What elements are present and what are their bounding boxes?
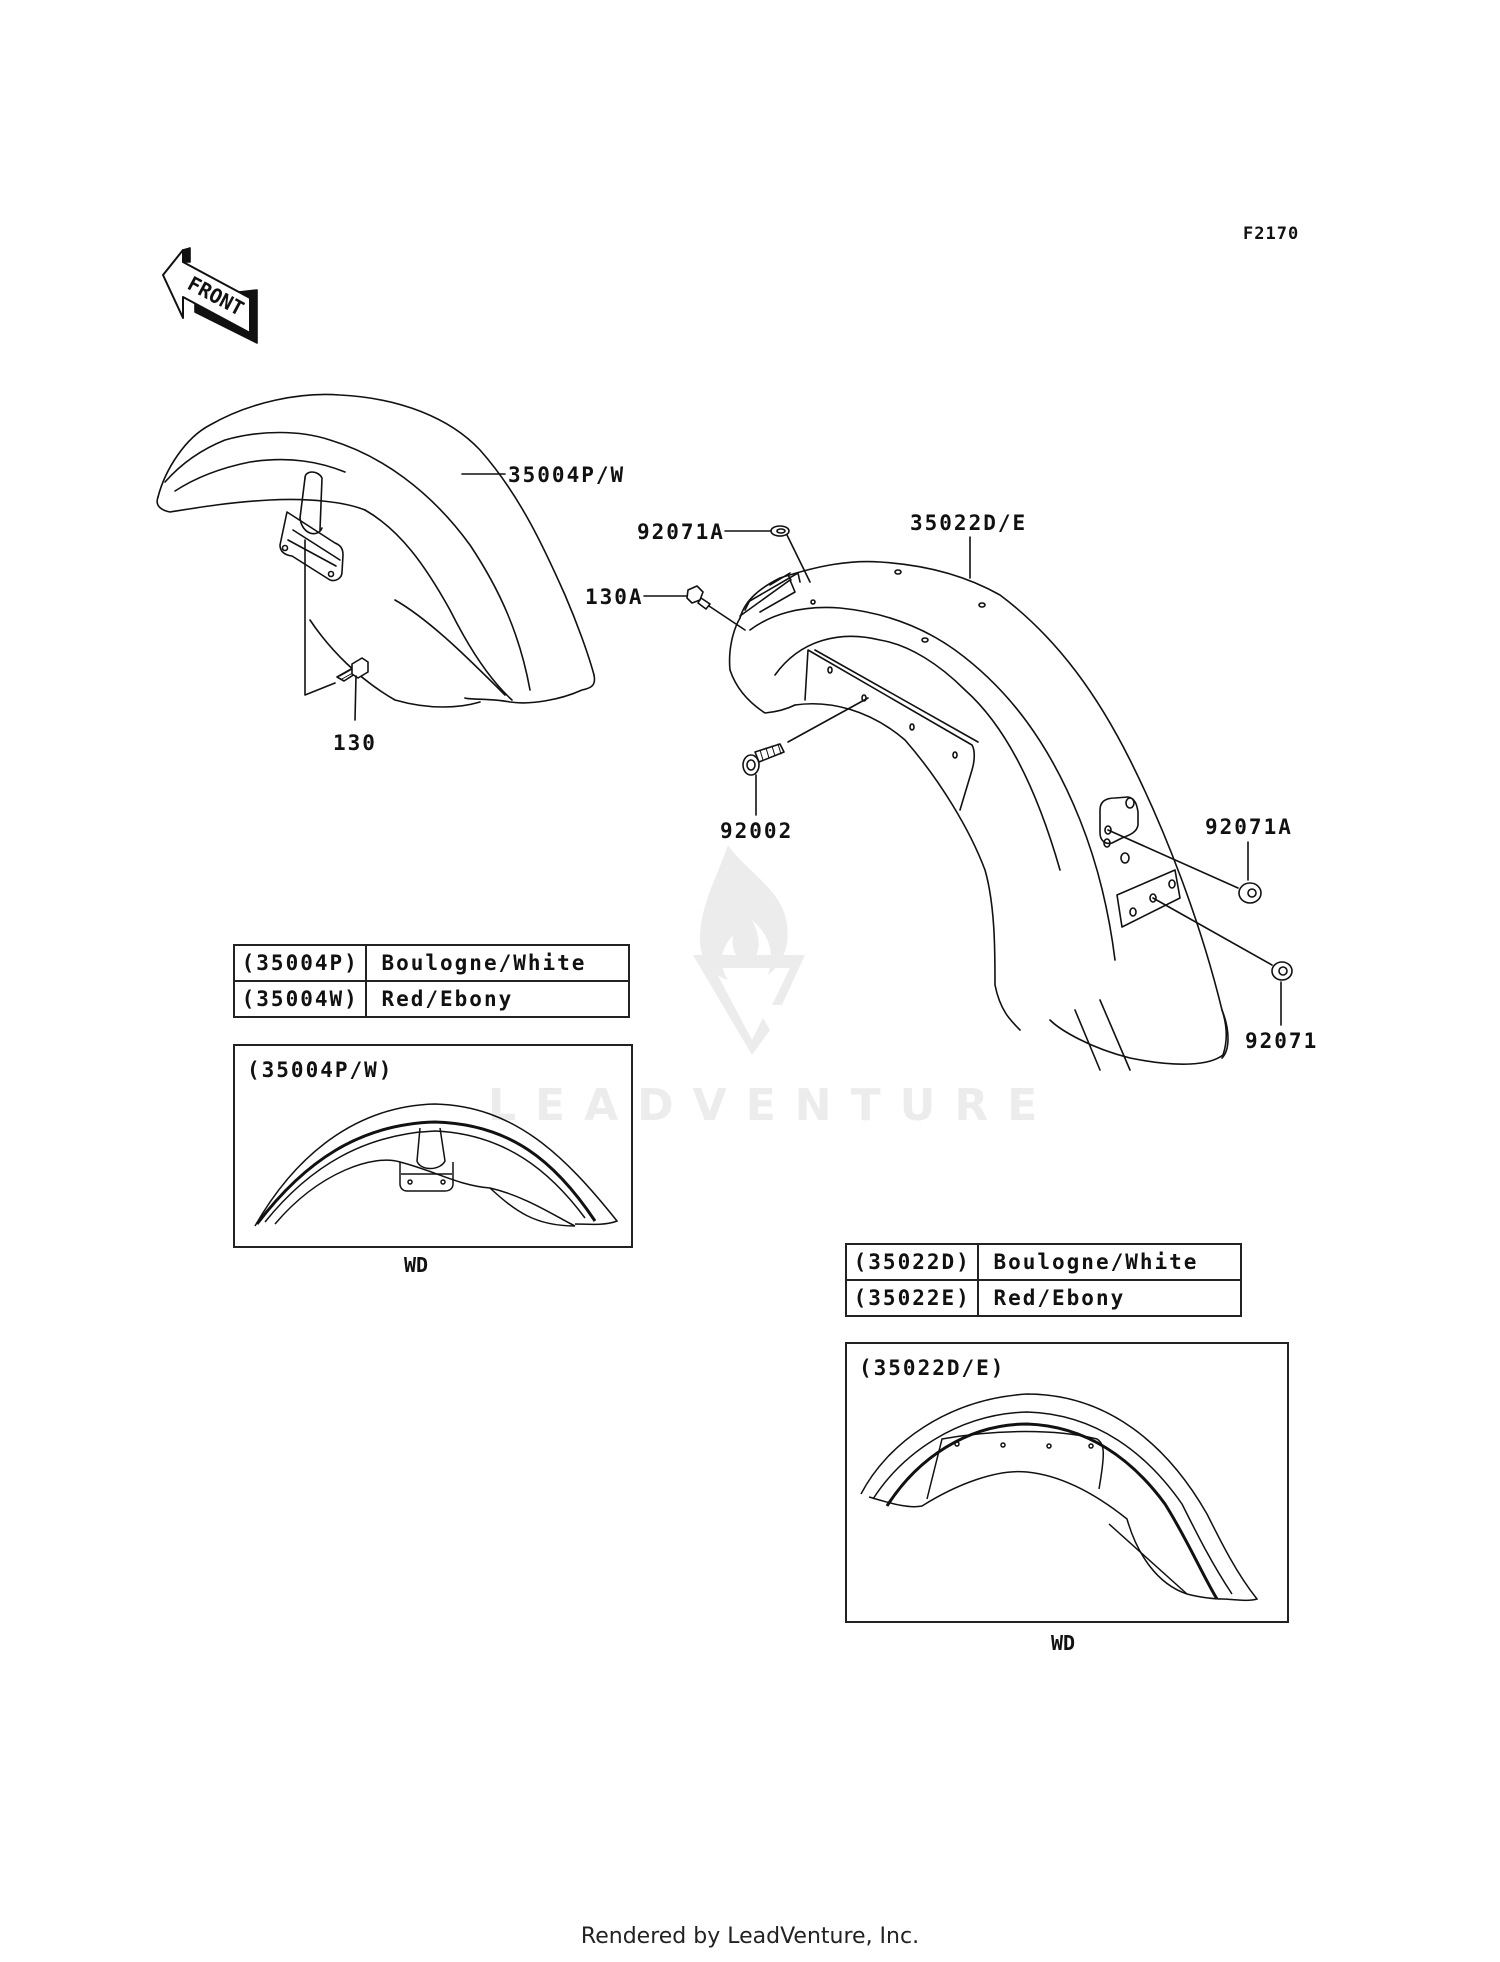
rear-fender-variant-box: (35022D/E)	[845, 1342, 1289, 1623]
color-name: Boulogne/White	[977, 1243, 1242, 1281]
color-name: Red/Ebony	[977, 1279, 1242, 1317]
front-fender-variant-box: (35004P/W)	[233, 1044, 633, 1248]
table-row: (35004W) Red/Ebony	[232, 980, 630, 1018]
callout-92002: 92002	[720, 819, 793, 843]
front-variant-caption: WD	[404, 1253, 429, 1277]
front-direction-arrow-icon: FRONT	[162, 247, 258, 344]
variant-box-title: (35022D/E)	[859, 1356, 1006, 1380]
color-code: (35004W)	[232, 980, 368, 1018]
bolt-130a-icon	[686, 585, 711, 610]
callout-92071: 92071	[1245, 1029, 1318, 1053]
callout-92071a-side: 92071A	[1205, 815, 1293, 839]
rear-variant-caption: WD	[1051, 1631, 1076, 1655]
variant-box-title: (35004P/W)	[247, 1058, 394, 1082]
color-code: (35022E)	[844, 1279, 980, 1317]
grommet-92071a-side-icon	[1238, 882, 1262, 904]
color-name: Red/Ebony	[365, 980, 630, 1018]
color-code: (35022D)	[844, 1243, 980, 1281]
color-name: Boulogne/White	[365, 944, 630, 982]
callout-130a: 130A	[585, 585, 644, 609]
callout-130: 130	[333, 731, 377, 755]
table-row: (35022D) Boulogne/White	[844, 1243, 1242, 1281]
footer-credit: Rendered by LeadVenture, Inc.	[580, 1924, 920, 1949]
watermark-text: LEADVENTURE	[488, 1080, 1057, 1131]
callout-35004pw: 35004P/W	[508, 463, 625, 487]
table-row: (35004P) Boulogne/White	[232, 944, 630, 982]
front-fender-drawing	[156, 393, 596, 708]
callout-35022de: 35022D/E	[910, 511, 1027, 535]
bolt-130-icon	[336, 657, 369, 721]
callout-92071a-top: 92071A	[637, 520, 725, 544]
grommet-92071a-top-icon	[770, 525, 790, 537]
figure-number: F2170	[1243, 224, 1300, 244]
rear-fender-variant-drawing	[860, 1393, 1259, 1602]
front-fender-variant-drawing	[254, 1103, 619, 1227]
color-code: (35004P)	[232, 944, 368, 982]
stud-92002-icon	[742, 743, 785, 776]
rear-fender-drawing	[728, 560, 1229, 1071]
grommet-92071-icon	[1271, 961, 1293, 981]
table-row: (35022E) Red/Ebony	[844, 1279, 1242, 1317]
rear-fender-color-table: (35022D) Boulogne/White (35022E) Red/Ebo…	[844, 1243, 1242, 1317]
front-fender-color-table: (35004P) Boulogne/White (35004W) Red/Ebo…	[232, 944, 630, 1018]
